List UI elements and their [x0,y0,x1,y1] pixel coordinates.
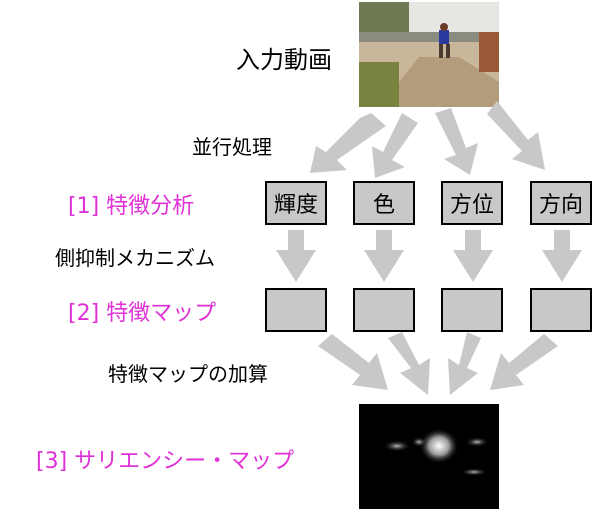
arrow-video-to-color [372,113,418,178]
arrow-video-to-direction [487,101,545,170]
feature-map-color [353,288,415,332]
feature-label-brightness: 輝度 [273,193,318,218]
feature-box-direction: 方向 [530,181,592,225]
saliency-map-image [359,404,499,509]
feature-box-brightness: 輝度 [265,181,327,225]
arrow-color-to-map [364,230,404,282]
arrow-map1-to-saliency [318,334,388,390]
stage3-label: [3] サリエンシー・マップ [36,449,295,474]
parallel-processing-label: 並行処理 [192,135,272,159]
saliency-blobs [383,428,489,476]
lateral-inhibition-label: 側抑制メカニズム [55,246,215,270]
input-video-label: 入力動画 [236,46,332,74]
arrow-map2-to-saliency [388,332,430,395]
feature-map-sum-label: 特徴マップの加算 [108,362,268,386]
video-scene-image [359,2,499,107]
arrow-map4-to-saliency [490,334,558,390]
arrow-map3-to-saliency [448,332,481,395]
arrow-video-to-orientation [435,108,478,175]
arrow-video-to-brightness [310,113,386,173]
feature-map-orientation [441,288,503,332]
stage1-label: [1] 特徴分析 [68,194,195,219]
feature-box-orientation: 方位 [441,181,503,225]
feature-map-brightness [265,288,327,332]
arrow-direction-to-map [542,230,582,282]
feature-box-color: 色 [353,181,415,225]
stage2-label: [2] 特徴マップ [68,301,217,326]
feature-map-direction [530,288,592,332]
input-video-frame [359,2,499,107]
feature-label-direction: 方向 [538,193,583,218]
feature-label-color: 色 [372,193,395,218]
arrow-brightness-to-map [276,230,316,282]
feature-label-orientation: 方位 [449,193,494,218]
arrow-orientation-to-map [453,230,493,282]
